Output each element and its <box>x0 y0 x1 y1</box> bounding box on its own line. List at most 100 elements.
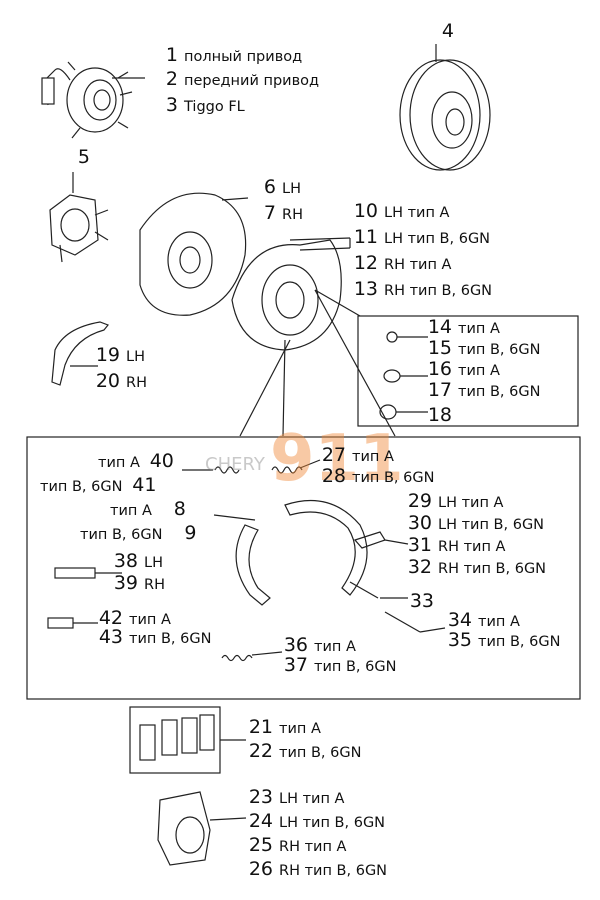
callout-label: RH тип A <box>279 839 347 855</box>
callout-label: тип B, 6GN <box>314 659 397 675</box>
brake-shoe-8-drawing <box>235 524 271 606</box>
callout-number: 32 <box>407 556 432 578</box>
callout-number: 38 <box>113 550 138 572</box>
brake-shoe-29-drawing <box>284 499 368 596</box>
callout-number: 35 <box>447 629 472 651</box>
callout-label: тип B, 6GN <box>352 470 435 486</box>
callout-label: тип B, 6GN <box>478 634 561 650</box>
adjuster-drawing <box>54 567 96 579</box>
callout-number: 5 <box>77 146 90 168</box>
callout-label: LH тип A <box>438 495 504 511</box>
callout-number: 40 <box>149 450 174 472</box>
callout-number: 21 <box>248 716 273 738</box>
callout-number: 28 <box>321 465 346 487</box>
callout-7: 7 RH <box>248 204 303 223</box>
callout-label: LH <box>282 181 301 197</box>
callout-number: 17 <box>427 379 452 401</box>
bracket-drawing <box>49 172 109 263</box>
callout-number: 11 <box>353 226 378 248</box>
callout-number: 37 <box>283 654 308 676</box>
callout-4: 4 <box>426 22 460 41</box>
callout-number: 34 <box>447 609 472 631</box>
callout-label: Tiggo FL <box>184 99 245 115</box>
callout-1: 1 полный привод <box>150 46 302 65</box>
callout-number: 6 <box>263 176 276 198</box>
callout-label: тип B, 6GN <box>279 745 362 761</box>
brake-disc-drawing <box>399 44 491 171</box>
caliper-drawing <box>157 791 247 866</box>
brake-shoe-assembly-drawing <box>231 237 396 437</box>
callout-number: 43 <box>98 626 123 648</box>
callout-label: RH тип A <box>384 257 452 273</box>
watermark: CHERY 911 <box>205 422 404 496</box>
callout-number: 14 <box>427 316 452 338</box>
callout-label: RH тип B, 6GN <box>438 561 547 577</box>
callout-label: RH <box>282 207 303 223</box>
callout-label: RH <box>144 577 165 593</box>
callout-34: 34 тип A <box>444 611 520 630</box>
spring-27-drawing <box>271 466 303 474</box>
callout-number: 7 <box>263 202 276 224</box>
callout-label: полный привод <box>184 49 303 65</box>
callout-38: 38 LH <box>110 552 163 571</box>
lever-drawing <box>51 321 109 386</box>
callout-6: 6 LH <box>248 178 301 197</box>
callout-2: 2 передний привод <box>150 70 319 89</box>
callout-33: 33 <box>406 592 440 611</box>
pad-box <box>129 706 221 774</box>
callout-label: LH тип A <box>384 205 450 221</box>
callout-28: 28 тип B, 6GN <box>318 465 435 487</box>
callout-label: тип A <box>98 455 140 471</box>
callout-label: тип A <box>458 321 500 337</box>
callout-15: 15 тип B, 6GN <box>424 337 541 359</box>
callout-label: LH <box>126 349 145 365</box>
callout-label: передний привод <box>184 73 320 89</box>
callout-23: 23 LH тип A <box>245 786 345 808</box>
callout-label: RH <box>126 375 147 391</box>
callout-number: 1 <box>165 44 178 66</box>
callout-label: тип B, 6GN <box>40 479 123 495</box>
callout-number: 24 <box>248 810 273 832</box>
wheel-hub-drawing <box>41 61 133 139</box>
pin-33-drawing <box>349 581 379 599</box>
callout-number: 30 <box>407 512 432 534</box>
callout-35: 35 тип B, 6GN <box>444 629 561 651</box>
backing-plate-drawing <box>139 192 249 316</box>
callout-label: RH тип A <box>438 539 506 555</box>
callout-label: RH тип B, 6GN <box>279 863 388 879</box>
callout-label: LH тип B, 6GN <box>438 517 545 533</box>
callout-label: тип A <box>129 612 171 628</box>
callout-label: тип A <box>110 503 152 519</box>
callout-label: тип B, 6GN <box>458 342 541 358</box>
callout-number: 16 <box>427 358 452 380</box>
callout-label: LH тип A <box>279 791 345 807</box>
callout-30: 30 LH тип B, 6GN <box>404 514 544 533</box>
callout-label: тип A <box>314 639 356 655</box>
callout-number: 23 <box>248 786 273 808</box>
callout-number: 15 <box>427 337 452 359</box>
callout-label: LH <box>144 555 163 571</box>
spring-36-drawing <box>221 654 253 662</box>
callout-14: 14 тип A <box>424 318 500 337</box>
shoe-kit-box <box>26 436 581 700</box>
callout-number: 2 <box>165 68 178 90</box>
callout-number: 27 <box>321 444 346 466</box>
callout-label: тип A <box>478 614 520 630</box>
callout-label: тип B, 6GN <box>80 527 163 543</box>
